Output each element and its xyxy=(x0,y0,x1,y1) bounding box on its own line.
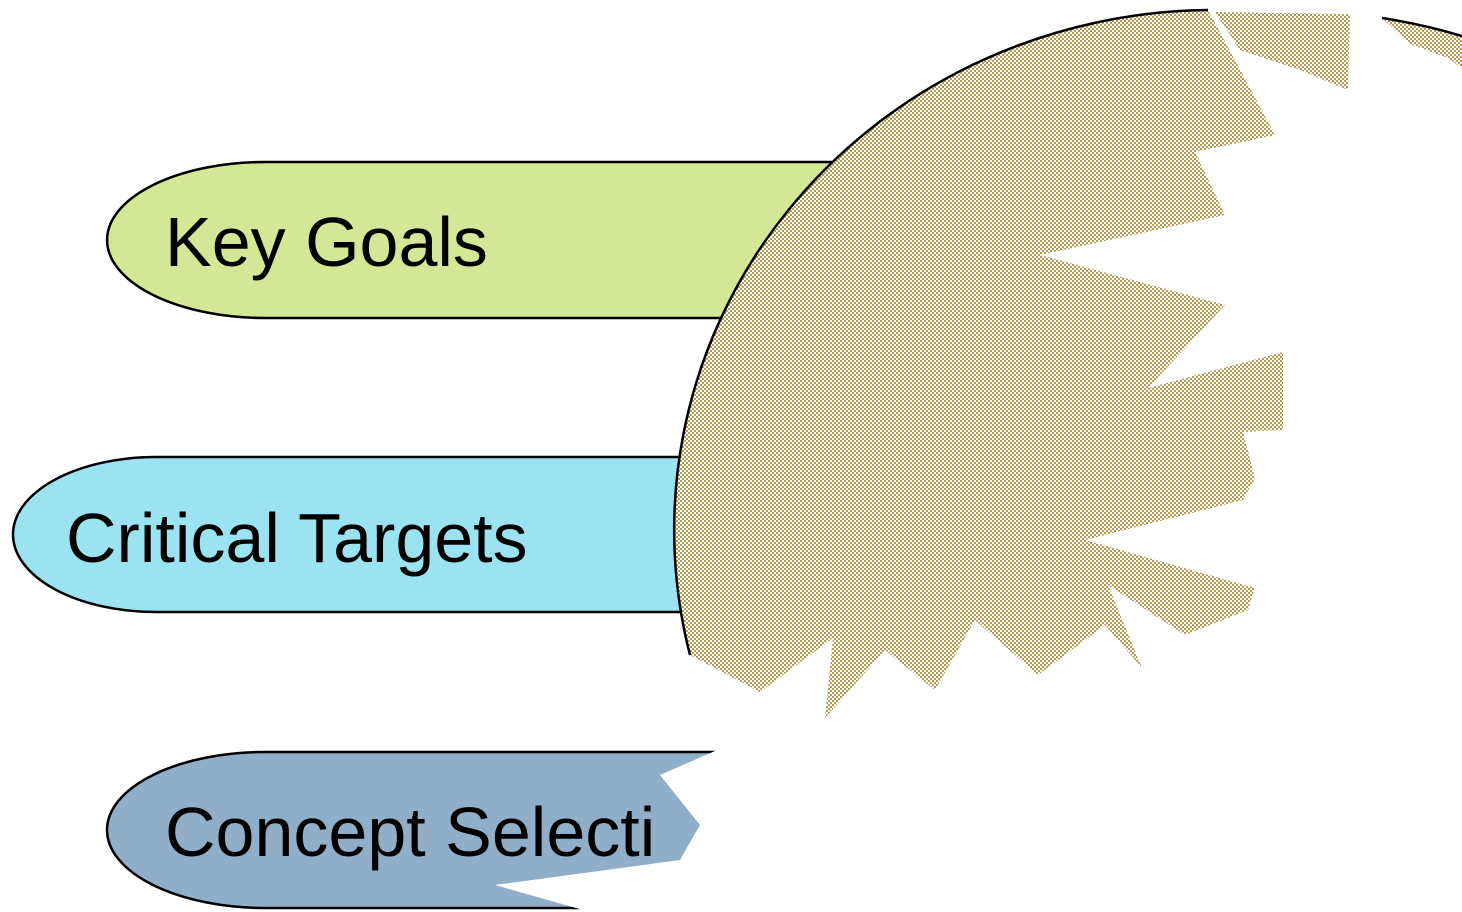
pill-key-goals-shape xyxy=(105,160,882,320)
pill-concept-selection-label: Concept Selecti xyxy=(165,793,655,871)
torn-burst xyxy=(672,8,1462,718)
pill-concept-selection: Concept Selecti xyxy=(105,750,740,910)
torn-burst-outline xyxy=(672,8,1209,656)
pill-key-goals-label: Key Goals xyxy=(165,203,488,281)
pill-critical-targets-label: Critical Targets xyxy=(66,499,528,577)
torn-burst-fragment-outline xyxy=(1381,16,1462,38)
pill-key-goals: Key Goals xyxy=(105,160,882,320)
pill-critical-targets-shape xyxy=(11,455,722,614)
pill-critical-targets: Critical Targets xyxy=(11,455,722,614)
torn-burst-shape xyxy=(674,10,1283,718)
torn-burst-sliver xyxy=(1215,12,1350,90)
